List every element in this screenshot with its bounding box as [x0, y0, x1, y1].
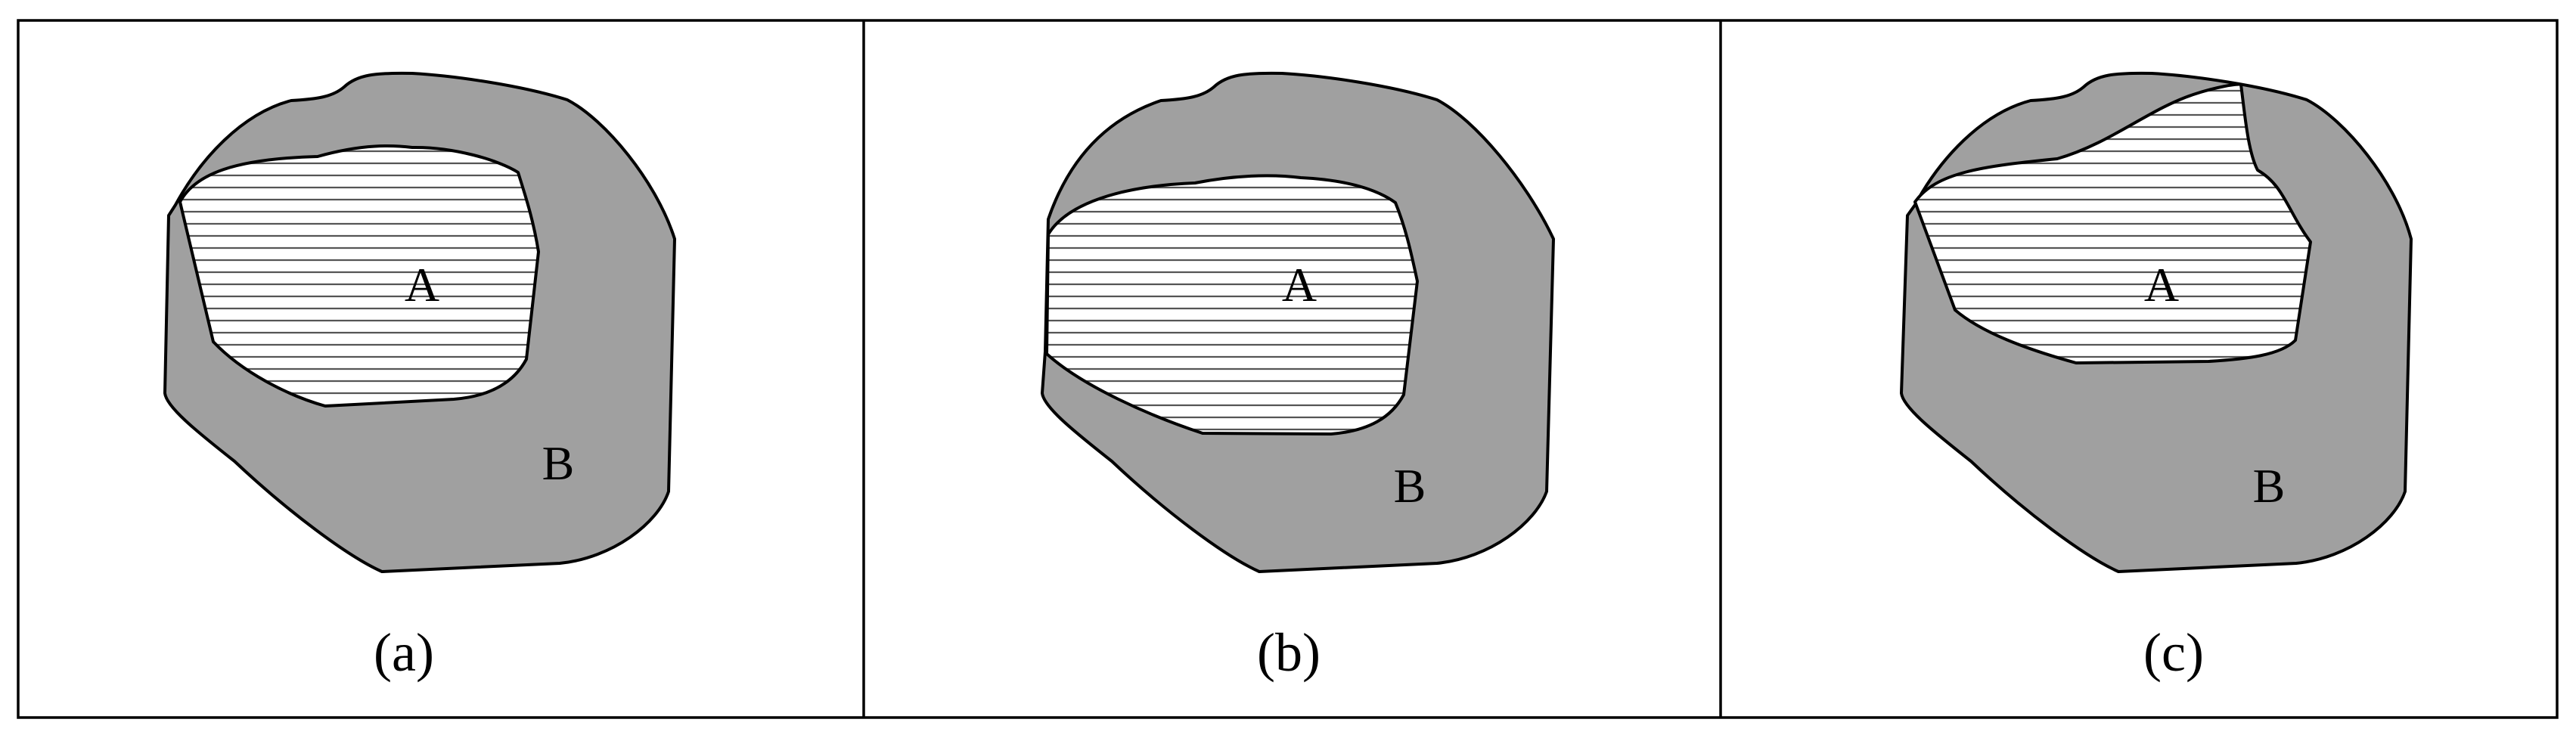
region-a-shape [178, 144, 540, 408]
region-a-label: A [2144, 258, 2179, 312]
region-a-label: A [405, 258, 439, 312]
panel-c: A B (c) [1900, 71, 2413, 683]
panel-a: A B (a) [163, 71, 676, 683]
region-a-shape [1045, 174, 1419, 436]
figure-border [17, 19, 2559, 719]
region-b-label: B [1394, 459, 1426, 513]
panel-caption: (c) [2143, 622, 2204, 683]
region-b-label: B [2253, 459, 2286, 513]
region-a-shape [1913, 82, 2312, 364]
panel-b: A B (b) [1041, 71, 1555, 683]
region-b-label: B [542, 436, 575, 490]
panel-caption: (b) [1257, 622, 1321, 683]
panel-caption: (a) [374, 622, 434, 683]
region-a-label: A [1282, 258, 1317, 312]
